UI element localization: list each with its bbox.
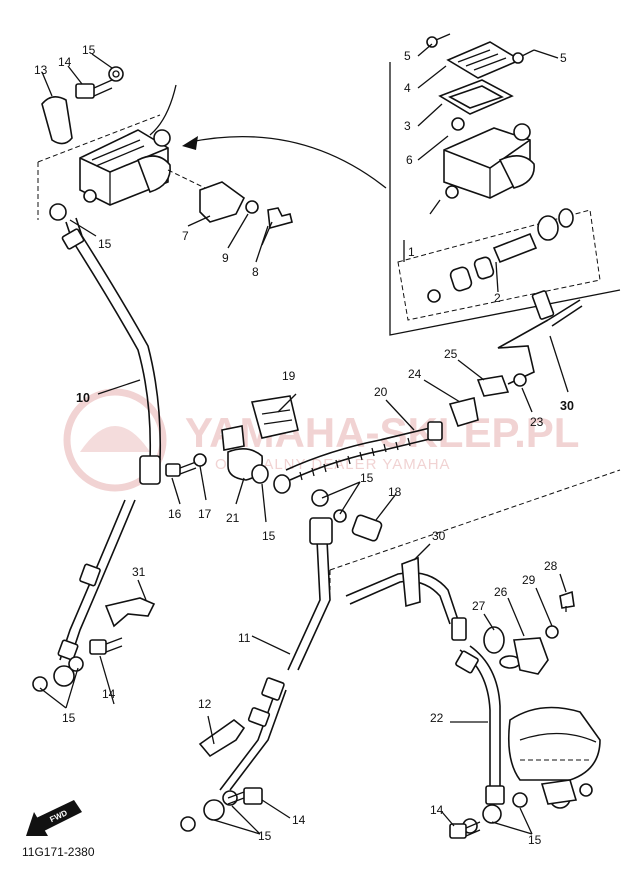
bolt-14-top [75, 66, 124, 99]
callout-26: 26 [494, 585, 508, 599]
callout-22: 22 [430, 711, 444, 725]
center-union [165, 395, 299, 484]
callout-17: 17 [198, 507, 212, 521]
watermark-subtitle: OFICJALNY DEALER YAMAHA [215, 456, 451, 473]
callout-3: 3 [404, 119, 411, 133]
callout-15-center: 15 [262, 529, 276, 543]
callout-15-center-bottom: 15 [258, 829, 272, 843]
grip-cover [41, 96, 73, 145]
callout-14-center: 14 [292, 813, 306, 827]
callout-25: 25 [444, 347, 458, 361]
callout-5-right: 5 [560, 51, 567, 65]
callout-6: 6 [406, 153, 413, 167]
callout-20: 20 [374, 385, 388, 399]
bolt-14-right [449, 821, 481, 839]
callout-15-union: 15 [360, 471, 374, 485]
callout-30-top: 30 [560, 399, 574, 413]
watermark-brand: YAMAHA-SKLEP.PL [185, 409, 579, 456]
callout-10: 10 [76, 391, 90, 405]
fwd-arrow: FWD [26, 800, 82, 836]
bolt-14-left [89, 637, 123, 655]
holder-7 [167, 169, 293, 246]
callout-13: 13 [34, 63, 48, 77]
brake-hose-11 [180, 517, 333, 832]
callout-31: 31 [132, 565, 146, 579]
leader-lines [39, 43, 569, 835]
callout-8: 8 [252, 265, 259, 279]
callout-7: 7 [182, 229, 189, 243]
bracket-25 [476, 375, 510, 397]
callout-14-right: 14 [430, 803, 444, 817]
bolt-14-center [227, 787, 263, 805]
brake-caliper [507, 706, 601, 809]
callout-30-bottom: 30 [432, 529, 446, 543]
drawing-code: 11G171-2380 [22, 845, 95, 859]
brake-pipe-30 [345, 556, 467, 641]
reference-arrow [189, 136, 387, 189]
callout-15-top: 15 [82, 43, 96, 57]
callout-16: 16 [168, 507, 182, 521]
callout-24: 24 [408, 367, 422, 381]
callout-21: 21 [226, 511, 240, 525]
callout-18: 18 [388, 485, 402, 499]
callout-4: 4 [404, 81, 411, 95]
callout-2: 2 [494, 291, 501, 305]
joint-24 [448, 397, 479, 427]
callout-labels: 13 14 15 15 7 9 8 10 5 5 4 3 6 1 2 19 20… [34, 43, 574, 847]
joint-26-27 [483, 590, 575, 675]
bracket-31 [104, 597, 156, 628]
bracket-12 [198, 718, 246, 758]
brake-hose-10 [32, 203, 162, 692]
callout-19: 19 [282, 369, 296, 383]
watermark: YAMAHA-SKLEP.PL OFICJALNY DEALER YAMAHA [63, 388, 579, 492]
callout-11: 11 [238, 631, 251, 645]
callout-1: 1 [408, 245, 415, 259]
inset-master-cylinder [389, 33, 621, 336]
right-lower-dash-frame [329, 469, 621, 590]
callout-27: 27 [472, 599, 486, 613]
callout-12: 12 [198, 697, 212, 711]
brake-pipe-20 [273, 421, 443, 494]
union-bolt-18 [311, 489, 383, 542]
callout-15-left: 15 [98, 237, 112, 251]
callout-28: 28 [544, 559, 558, 573]
callout-29: 29 [522, 573, 536, 587]
callout-23: 23 [530, 415, 544, 429]
callout-14-left: 14 [102, 687, 116, 701]
callout-15-right-bottom: 15 [528, 833, 542, 847]
master-cylinder-left [37, 84, 177, 220]
brake-pipe-23 [497, 290, 583, 387]
callout-15-left-bottom: 15 [62, 711, 76, 725]
arrow-head [182, 136, 198, 150]
callout-9: 9 [222, 251, 229, 265]
callout-14-top: 14 [58, 55, 72, 69]
callout-5-left: 5 [404, 49, 411, 63]
